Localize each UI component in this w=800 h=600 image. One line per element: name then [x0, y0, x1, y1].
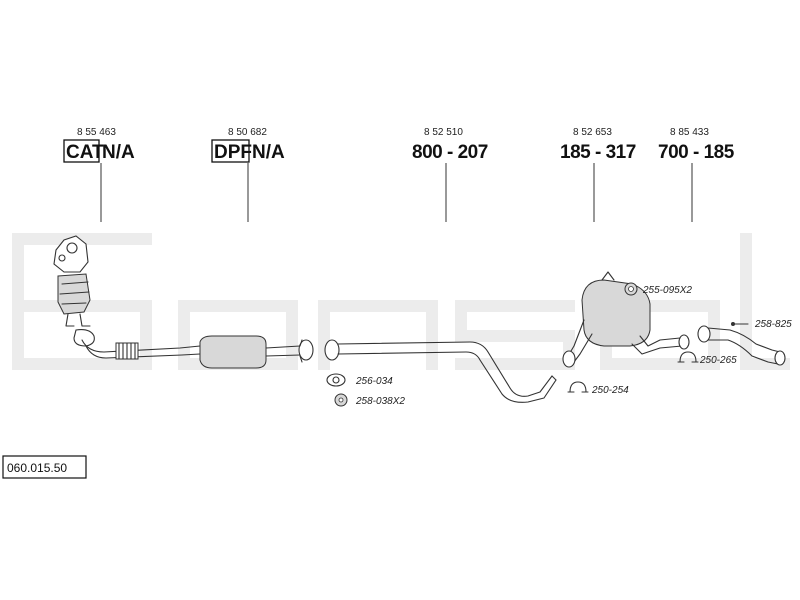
- fitting-250-254[interactable]: 250-254: [567, 381, 629, 396]
- part-ref: 8 50 682: [228, 127, 267, 138]
- catalog-number: 060.015.50: [2, 455, 87, 479]
- part-800-207[interactable]: 8 52 510 800 - 207: [412, 127, 488, 222]
- fitting-255-095X2[interactable]: 255-095X2: [624, 282, 692, 296]
- fitting-code: 256-034: [355, 376, 393, 387]
- part-value: 800 - 207: [412, 142, 488, 163]
- middle-pipe[interactable]: [324, 339, 557, 403]
- part-ref: 8 52 653: [573, 127, 612, 138]
- part-cat[interactable]: 8 55 463 CAT N/A: [63, 127, 135, 222]
- catalytic-converter[interactable]: [53, 235, 95, 347]
- tag-box: [211, 139, 250, 163]
- nut-icon: [334, 393, 348, 407]
- clamp-icon: [677, 351, 699, 363]
- part-ref: 8 85 433: [670, 127, 709, 138]
- clamp-icon: [567, 381, 589, 393]
- fitting-256-034[interactable]: 256-034: [326, 373, 393, 387]
- fitting-258-038X2[interactable]: 258-038X2: [334, 393, 405, 407]
- rubber-mount-icon: [624, 282, 638, 296]
- part-ref: 8 55 463: [77, 127, 116, 138]
- front-pipe[interactable]: [81, 339, 201, 360]
- fitting-250-265[interactable]: 250-265: [677, 351, 737, 366]
- rear-silencer[interactable]: [562, 271, 690, 368]
- fitting-code: 258-825: [754, 319, 792, 330]
- part-ref: 8 52 510: [424, 127, 463, 138]
- part-dpf[interactable]: 8 50 682 DPF N/A: [211, 127, 285, 222]
- part-value: 185 - 317: [560, 142, 636, 163]
- tag-box: [63, 139, 100, 163]
- fitting-258-825[interactable]: 258-825: [731, 319, 792, 330]
- part-700-185[interactable]: 8 85 433 700 - 185: [658, 127, 735, 222]
- part-tag: DPF: [214, 142, 252, 163]
- fitting-code: 250-265: [699, 355, 737, 366]
- fitting-code: 255-095X2: [642, 285, 692, 296]
- gasket-icon: [326, 373, 346, 387]
- catalog-number-text: 060.015.50: [7, 461, 67, 475]
- tail-pipe[interactable]: [697, 325, 786, 366]
- part-value: N/A: [102, 142, 135, 163]
- bolt-icon: [731, 322, 749, 326]
- part-185-317[interactable]: 8 52 653 185 - 317: [560, 127, 636, 222]
- fitting-code: 250-254: [591, 385, 629, 396]
- part-value: N/A: [252, 142, 285, 163]
- part-tag: CAT: [66, 142, 104, 163]
- dpf-filter[interactable]: [199, 335, 314, 369]
- part-value: 700 - 185: [658, 142, 735, 163]
- fitting-code: 258-038X2: [355, 396, 405, 407]
